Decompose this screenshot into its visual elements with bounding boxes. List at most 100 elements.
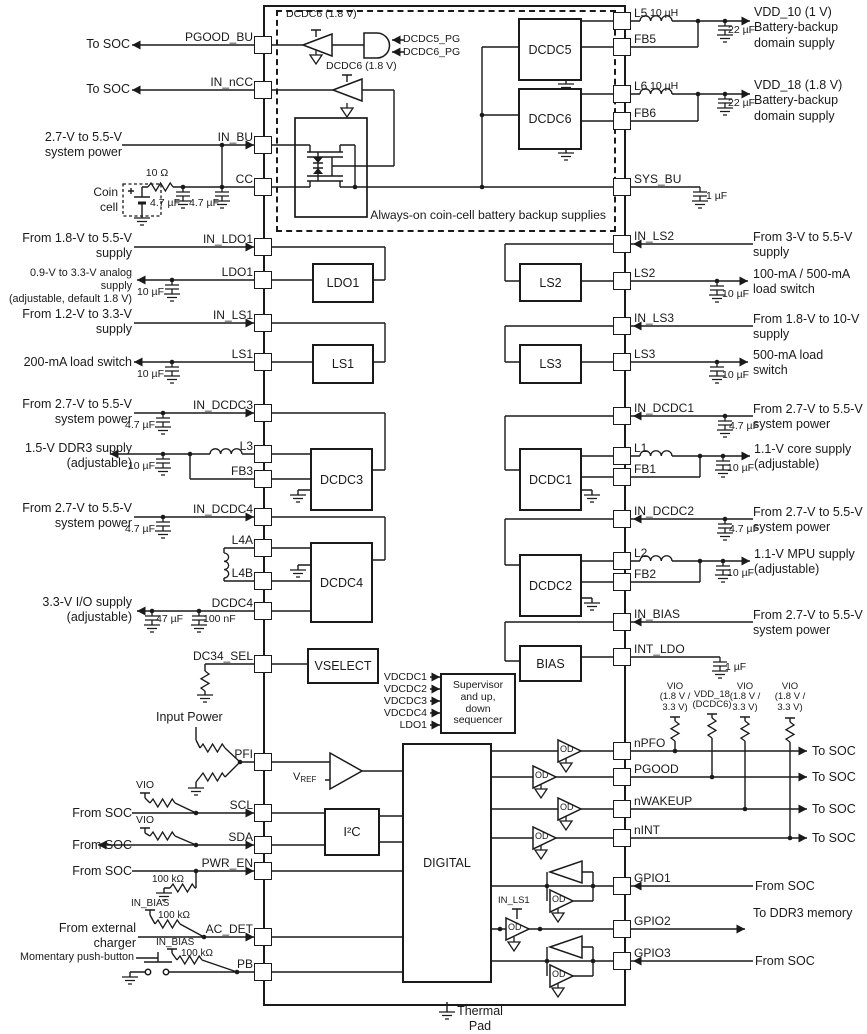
label-to-ddr3: To DDR3 memory — [753, 906, 853, 920]
label-cap-indcdc2: 4.7 µF — [729, 523, 759, 535]
label-to-soc-in-ncc: To SOC — [86, 82, 130, 96]
pin-box-4-left — [254, 238, 272, 256]
pin-box-17-left — [254, 804, 272, 822]
label-cap-ls2: 10 µF — [722, 288, 750, 300]
block-supervisor: Supervisor and up, down sequencer — [440, 673, 516, 734]
label-inls1-buffer: IN_LS1 — [498, 895, 530, 906]
and-gate-icon — [363, 32, 391, 59]
pin-box-16-left — [254, 753, 272, 771]
pin-box-1-left — [254, 81, 272, 99]
pin-box-1-right — [613, 38, 631, 56]
label-l6-value: 10 µH — [650, 80, 679, 92]
pin-box-18-left — [254, 836, 272, 854]
label-ldo1-output: 0.9-V to 3.3-V analog supply (adjustable… — [8, 267, 132, 306]
block-dcdc3: DCDC3 — [310, 448, 373, 511]
pin-box-2-right — [613, 85, 631, 103]
pin-label-right-15: IN_BIAS — [634, 606, 681, 621]
label-ls3-output: 500-mA load switch — [753, 348, 824, 378]
pin-box-7-left — [254, 353, 272, 371]
label-to-soc-pgood-bu: To SOC — [86, 37, 130, 51]
push-button-contact-icon — [162, 968, 170, 976]
label-in-ls2-source: From 3-V to 5.5-V supply — [753, 230, 853, 260]
block-dcdc5: DCDC5 — [518, 18, 582, 81]
label-to-soc-nint: To SOC — [812, 831, 856, 845]
label-in-bu-source: 2.7-V to 5.5-V system power — [44, 130, 122, 160]
label-sup-in-ldo1: LDO1 — [399, 719, 427, 731]
pin-label-left-6: IN_LS1 — [212, 307, 253, 322]
pin-label-left-21: PB — [236, 956, 253, 971]
label-dcdc1-output: 1.1-V core supply (adjustable) — [754, 442, 852, 472]
coin-cell-box — [122, 183, 162, 217]
label-cap-dcdc3: 10 µF — [127, 460, 155, 472]
label-cap-ldo1: 10 µF — [136, 286, 164, 298]
pin-box-9-left — [254, 445, 272, 463]
label-to-soc-npfo: To SOC — [812, 744, 856, 758]
pin-box-11-right — [613, 468, 631, 486]
pin-box-13-left — [254, 572, 272, 590]
pin-label-left-0: PGOOD_BU — [184, 29, 253, 44]
pin-label-left-7: LS1 — [231, 346, 253, 361]
od-buffer-icon — [505, 916, 531, 942]
label-always-on: Always-on coin-cell battery backup suppl… — [370, 208, 606, 222]
pin-label-left-1: IN_nCC — [210, 74, 253, 89]
block-digital: DIGITAL — [402, 743, 492, 983]
pin-label-left-4: IN_LDO1 — [202, 231, 253, 246]
push-button-contact-icon — [144, 968, 152, 976]
label-od-gpio2: OD — [508, 922, 522, 932]
pin-box-16-right — [613, 648, 631, 666]
pin-box-23-right — [613, 952, 631, 970]
label-res-pwren: 100 kΩ — [152, 874, 184, 885]
pin-box-2-left — [254, 136, 272, 154]
label-inbias-pb: IN_BIAS — [156, 937, 195, 948]
block-ldo1: LDO1 — [312, 263, 374, 303]
pin-box-15-right — [613, 613, 631, 631]
label-cap-indcdc3: 4.7 µF — [125, 419, 155, 431]
pin-label-left-20: AC_DET — [205, 921, 253, 936]
label-sup-in-vdcdc1: VDCDC1 — [383, 671, 427, 683]
label-in-bias-source: From 2.7-V to 5.5-V system power — [753, 608, 863, 638]
gates-and-buffers — [144, 32, 583, 989]
pin-box-9-right — [613, 407, 631, 425]
pin-box-8-right — [613, 353, 631, 371]
pin-label-right-0: L5 — [634, 5, 648, 20]
label-from-soc-scl: From SOC — [72, 806, 132, 820]
pin-label-right-14: FB2 — [634, 566, 657, 581]
label-od-pgood: OD — [535, 770, 549, 780]
label-vdd18: VDD_18 (1.8 V) Battery-backup domain sup… — [754, 78, 843, 123]
label-cap-indcdc4: 4.7 µF — [125, 523, 155, 535]
label-coin-resistor: 10 Ω — [145, 167, 169, 179]
buffer-icon — [330, 77, 363, 103]
pin-label-right-13: L2 — [634, 545, 648, 560]
pin-box-0-right — [613, 12, 631, 30]
pin-label-right-7: IN_LS3 — [634, 310, 675, 325]
label-cap-dcdc2: 10 µF — [727, 567, 755, 579]
pin-label-right-11: FB1 — [634, 461, 657, 476]
label-dcdc6-supply-mid: DCDC6 (1.8 V) — [326, 60, 397, 72]
input-buffer-icon — [547, 934, 583, 960]
pin-box-4-right — [613, 178, 631, 196]
label-ext-charger: From external charger — [58, 921, 136, 951]
pin-label-left-14: DCDC4 — [211, 595, 253, 610]
pin-label-left-11: IN_DCDC4 — [192, 501, 253, 516]
label-dcdc6-supply-top: DCDC6 (1.8 V) — [286, 8, 357, 20]
comparator-icon — [329, 751, 364, 791]
label-from-soc-pwren: From SOC — [72, 864, 132, 878]
pin-label-left-16: PFI — [234, 746, 253, 761]
pin-box-18-right — [613, 768, 631, 786]
label-cap-ls1: 10 µF — [136, 368, 164, 380]
label-cap-cc-2: 4.7 µF — [189, 197, 219, 209]
pin-label-left-15: DC34_SEL — [192, 648, 253, 663]
label-in-dcdc4-source: From 2.7-V to 5.5-V system power — [22, 501, 132, 531]
od-buffer-icon — [549, 888, 575, 914]
pin-box-12-left — [254, 539, 272, 557]
label-dcdc6-pg: DCDC6_PG — [403, 46, 461, 58]
pin-box-19-right — [613, 800, 631, 818]
pin-box-5-left — [254, 271, 272, 289]
label-input-power: Input Power — [156, 710, 223, 724]
pin-label-right-20: nINT — [634, 822, 661, 837]
pin-label-left-2: IN_BU — [217, 129, 253, 144]
backup-switch-block — [294, 117, 368, 218]
pin-label-right-10: L1 — [634, 440, 648, 455]
label-res-pb: 100 kΩ — [181, 948, 213, 959]
pin-box-11-left — [254, 508, 272, 526]
